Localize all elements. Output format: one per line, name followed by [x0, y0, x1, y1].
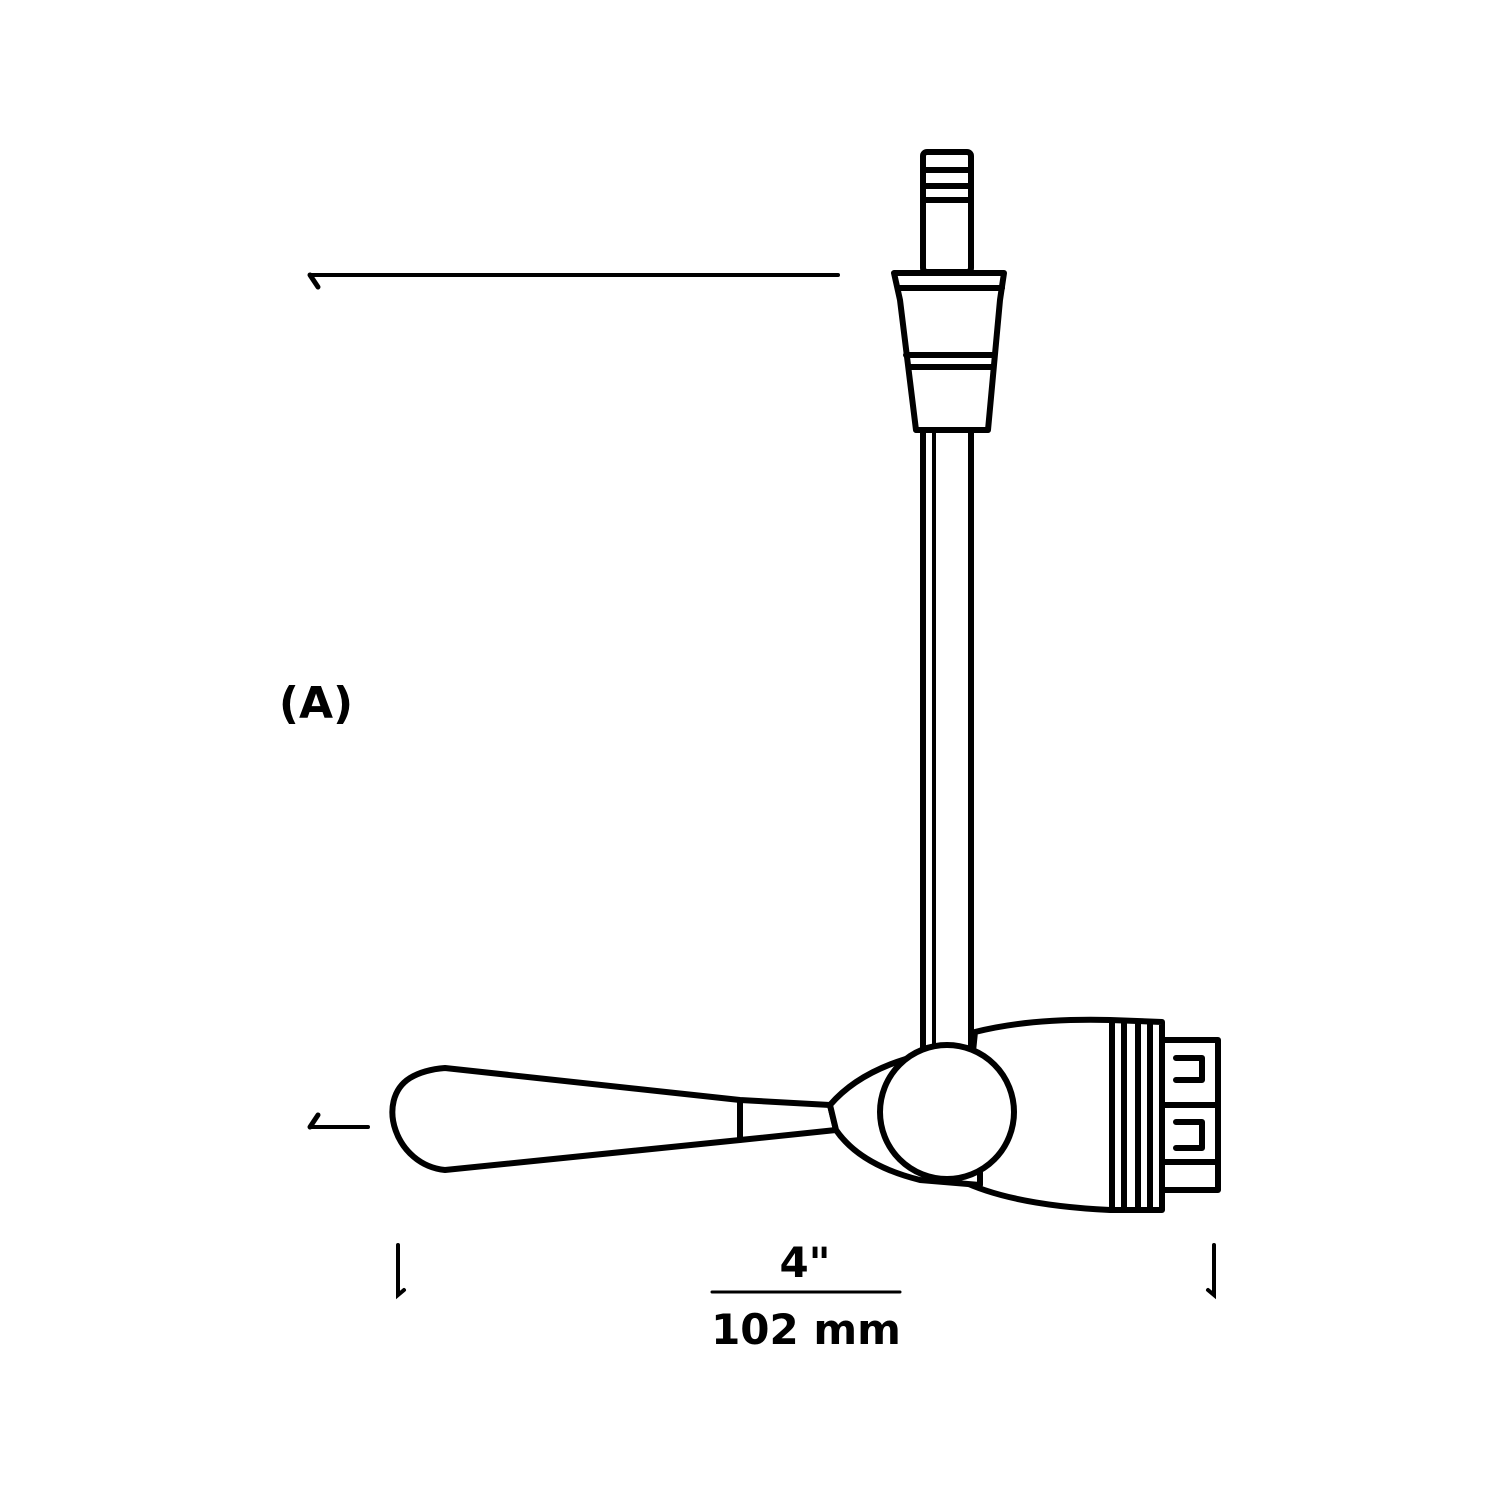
height-top-tick: [307, 272, 321, 290]
lamp-shade: [389, 1065, 839, 1173]
height-label: (A): [279, 678, 353, 729]
dimension-labels: (A) 4" 102 mm: [279, 678, 901, 1354]
stem-rod: [920, 427, 974, 1053]
fixture: [389, 149, 1221, 1213]
width-right-tick: [1206, 1243, 1216, 1300]
lamp-head-body: [957, 1016, 1165, 1213]
width-left-tick: [396, 1243, 406, 1300]
stem-collar: [891, 270, 1007, 433]
width-metric-label: 102 mm: [711, 1305, 901, 1354]
connector-pin: [920, 149, 974, 275]
width-imperial-label: 4": [779, 1238, 830, 1287]
height-bottom-tick: [307, 1112, 321, 1130]
dimension-lines: [307, 272, 1216, 1300]
swivel-hub: [827, 1042, 1017, 1188]
head-pin-connector: [1159, 1037, 1221, 1193]
